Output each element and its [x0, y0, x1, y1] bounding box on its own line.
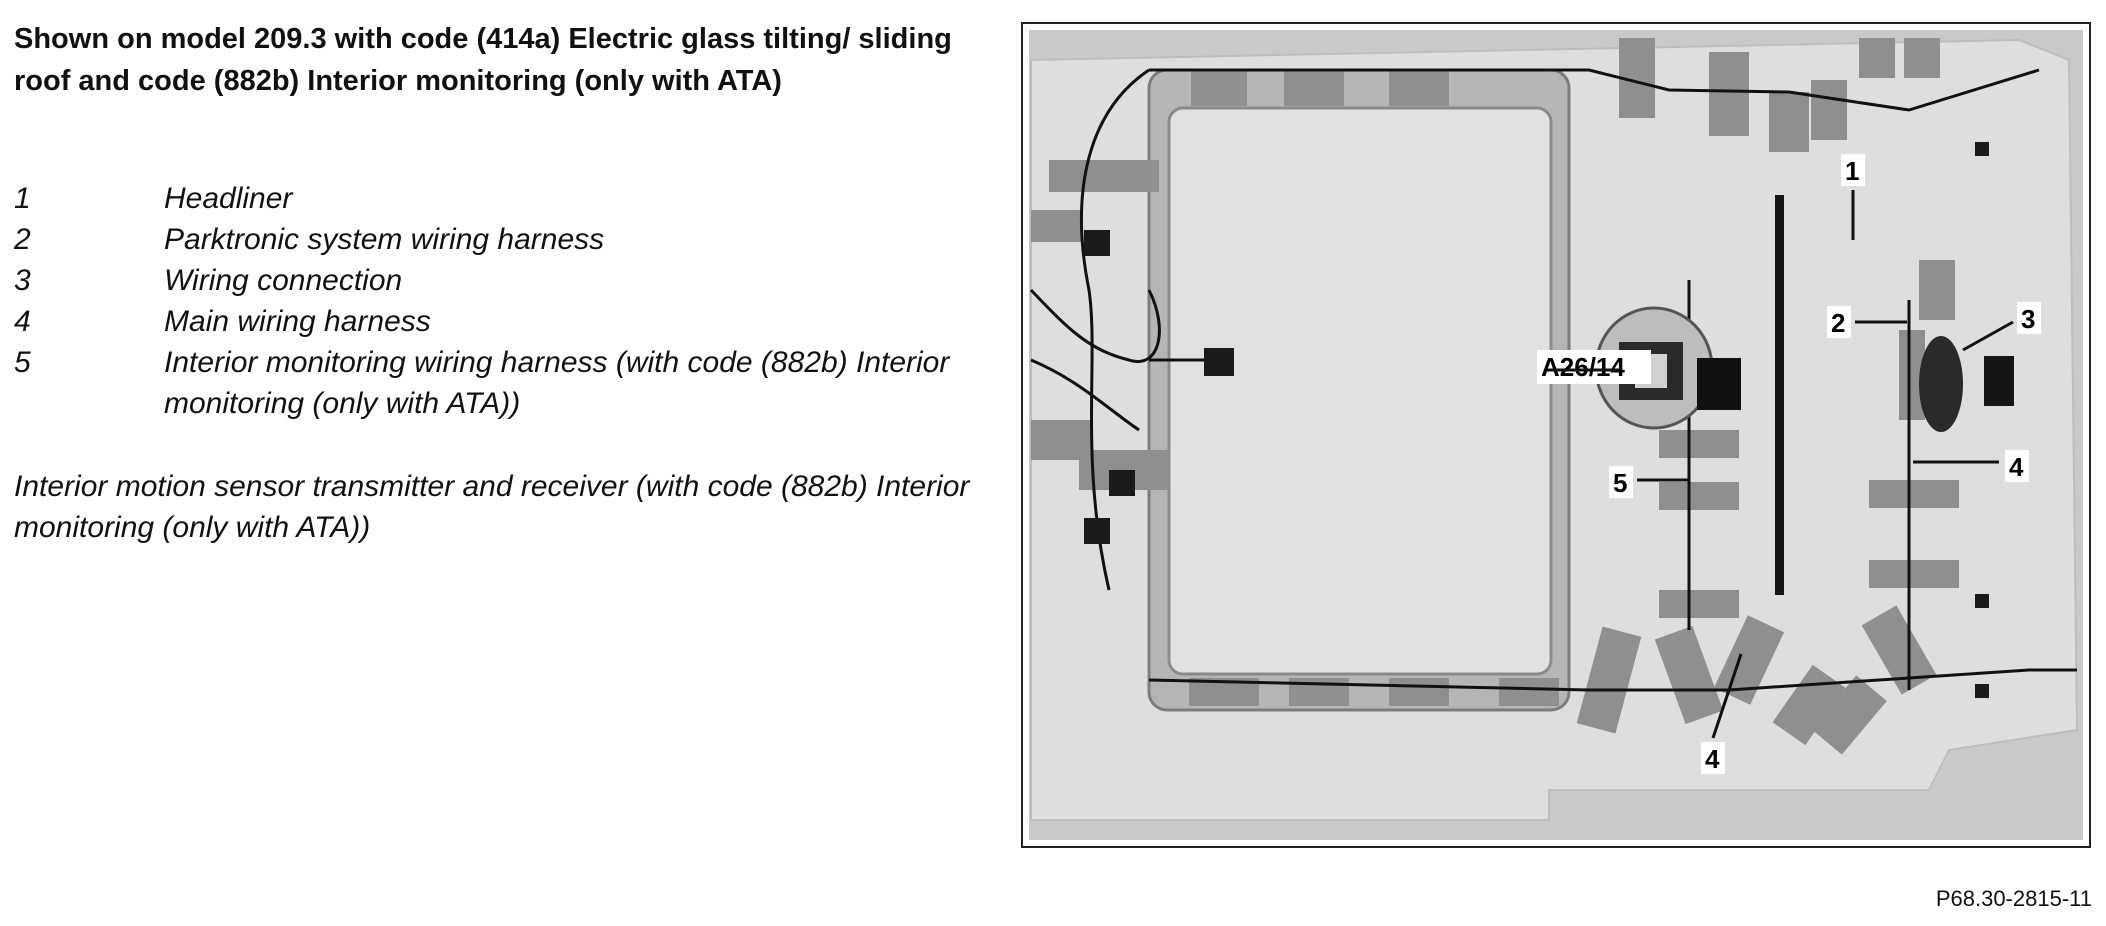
connector — [1084, 518, 1110, 544]
tape — [1389, 70, 1449, 106]
callout-5: 5 — [1609, 466, 1689, 498]
legend-number: 5 — [14, 346, 31, 379]
sensor-note: Interior motion sensor transmitter and r… — [14, 470, 970, 544]
sensor-strip — [1775, 195, 1784, 595]
tape — [1659, 590, 1739, 618]
callout-4-right: 4 — [1913, 450, 2029, 482]
legend-text: Parktronic system wiring harness — [164, 223, 605, 256]
callout-label: 2 — [1831, 308, 1845, 338]
tape — [1576, 626, 1642, 734]
wire — [1080, 68, 1150, 591]
tape — [1659, 482, 1739, 510]
tape — [1049, 160, 1159, 192]
tape — [1904, 38, 1940, 78]
connector — [1109, 470, 1135, 496]
legend-text: Headliner — [164, 182, 293, 215]
tape — [1191, 70, 1247, 106]
legend-text: Interior monitoring wiring harness (with… — [164, 346, 950, 420]
sunroof-glass-opening — [1167, 106, 1553, 676]
connector-block — [1984, 356, 2014, 406]
legend-list: 1 Headliner 2 Parktronic system wiring h… — [14, 178, 1004, 424]
connector — [1204, 348, 1234, 376]
callout-label: 3 — [2021, 304, 2035, 334]
legend-item: 4 Main wiring harness — [14, 301, 1004, 342]
callout-line — [1711, 653, 1743, 739]
wire — [1030, 358, 1140, 432]
callout-a26-14: A26/14 — [1537, 350, 1651, 384]
legend-item: 2 Parktronic system wiring harness — [14, 219, 1004, 260]
legend-number: 3 — [14, 264, 31, 297]
wire — [1149, 68, 2040, 112]
tape — [1284, 70, 1344, 106]
callout-box — [2005, 450, 2029, 482]
tape — [1869, 560, 1959, 588]
tape — [1389, 678, 1449, 706]
callout-3: 3 — [1962, 302, 2041, 352]
wiring-connection — [1919, 336, 1963, 432]
legend-text: Wiring connection — [164, 264, 403, 297]
tape — [1499, 678, 1559, 706]
legend-text: Main wiring harness — [164, 305, 431, 338]
tape — [1811, 80, 1847, 140]
headliner-illustration: A26/14 1 2 3 4 4 5 — [1029, 30, 2083, 840]
callout-box — [1827, 306, 1851, 338]
legend-number: 2 — [14, 223, 31, 256]
legend-number: 4 — [14, 305, 31, 338]
callout-1: 1 — [1841, 154, 1865, 240]
callout-label: A26/14 — [1541, 352, 1625, 382]
callout-box — [1537, 350, 1651, 384]
callout-box — [1701, 742, 1725, 774]
tape — [1861, 605, 1937, 695]
legend-item: 5 Interior monitoring wiring harness (wi… — [14, 342, 1004, 424]
callout-box — [2017, 302, 2041, 334]
callout-box — [1609, 466, 1633, 498]
callout-label: 1 — [1845, 156, 1859, 186]
connector — [1975, 684, 1989, 698]
legend-item: 1 Headliner — [14, 178, 1004, 219]
connector — [1084, 230, 1110, 256]
headliner-photo: A26/14 1 2 3 4 4 5 — [1021, 22, 2091, 848]
wire — [1029, 288, 1161, 364]
legend-item: 3 Wiring connection — [14, 260, 1004, 301]
legend-number: 1 — [14, 182, 31, 215]
figure-reference-code: P68.30-2815-11 — [1935, 886, 2092, 911]
connector — [1975, 142, 1989, 156]
tape — [1869, 480, 1959, 508]
connectors — [1084, 142, 1989, 698]
callout-line — [1962, 320, 2014, 352]
tape — [1031, 210, 1081, 242]
callout-4-bottom: 4 — [1701, 653, 1743, 774]
wire — [1148, 668, 2077, 692]
tape — [1919, 260, 1955, 320]
callout-label: 4 — [1705, 744, 1720, 774]
tape — [1709, 52, 1749, 136]
tape — [1769, 92, 1809, 152]
callout-2: 2 — [1827, 306, 1907, 338]
callout-label: 4 — [2009, 452, 2024, 482]
tape — [1654, 625, 1724, 725]
transmitter-receiver — [1697, 358, 1741, 410]
connector — [1975, 594, 1989, 608]
tape — [1659, 430, 1739, 458]
page-title: Shown on model 209.3 with code (414a) El… — [14, 23, 952, 97]
tape — [1859, 38, 1895, 78]
callout-label: 5 — [1613, 468, 1627, 498]
callout-box — [1841, 154, 1865, 186]
tape — [1811, 675, 1887, 755]
